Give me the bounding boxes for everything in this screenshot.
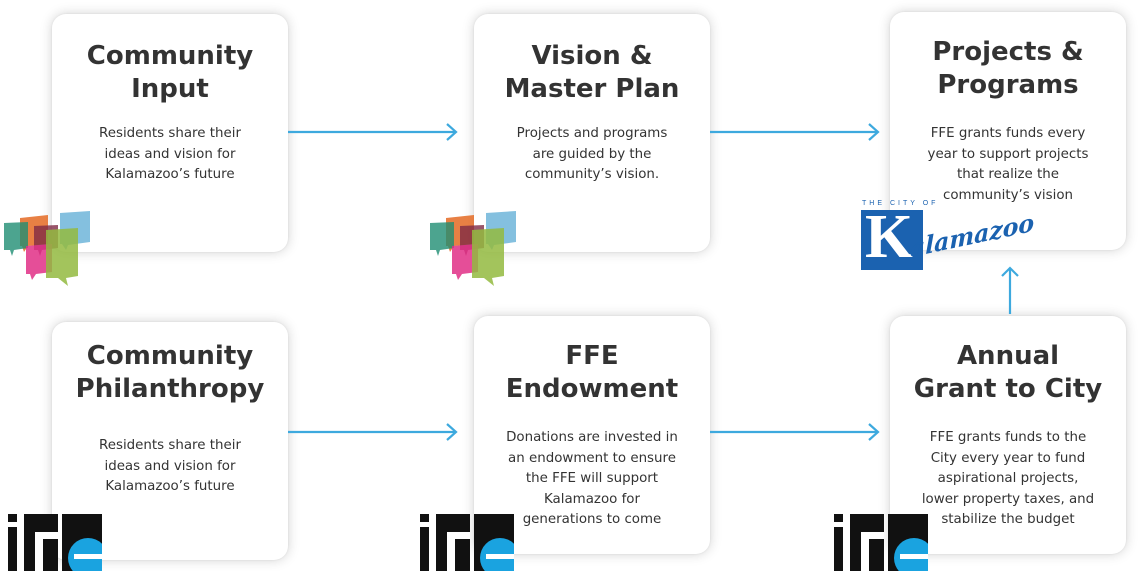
- card-title: Community Input: [86, 41, 254, 104]
- card-ffe-endowment: FFE Endowment Donations are invested in …: [474, 316, 710, 554]
- ffe-logo: [420, 514, 514, 571]
- card-description: FFE grants funds every year to support p…: [927, 126, 1089, 203]
- city-logo-letter: K: [865, 203, 914, 271]
- card-description: Residents share their ideas and vision f…: [99, 126, 241, 182]
- card-title: FFE Endowment: [505, 341, 679, 404]
- arrow-up-icon: [1001, 266, 1019, 314]
- speech-bubbles-icon: [430, 211, 516, 286]
- card-title: Community Philanthropy: [75, 341, 265, 404]
- arrow-right-icon: [288, 423, 458, 441]
- card-title: Vision & Master Plan: [504, 41, 680, 104]
- city-logo-script: alamazoo: [910, 207, 1035, 264]
- city-logo-top-text: THE CITY OF: [862, 200, 939, 207]
- speech-bubbles-icon: [4, 211, 90, 286]
- ffe-logo: [834, 514, 928, 571]
- card-description: Residents share their ideas and vision f…: [99, 438, 241, 494]
- card-projects-programs: Projects & Programs FFE grants funds eve…: [890, 12, 1126, 250]
- ffe-logo: [8, 514, 102, 571]
- card-description: Projects and programs are guided by the …: [516, 126, 668, 182]
- arrow-right-icon: [710, 123, 880, 141]
- card-description: Donations are invested in an endowment t…: [506, 430, 678, 527]
- city-logo-block: K: [861, 206, 923, 270]
- card-title: Projects & Programs: [932, 37, 1084, 100]
- arrow-right-icon: [710, 423, 880, 441]
- card-description: FFE grants funds to the City every year …: [921, 430, 1095, 527]
- card-annual-grant-to-city: Annual Grant to City FFE grants funds to…: [890, 316, 1126, 554]
- arrow-right-icon: [288, 123, 458, 141]
- card-community-input: Community Input Residents share their id…: [52, 14, 288, 252]
- city-of-kalamazoo-logo: THE CITY OF K alamazoo: [858, 200, 1034, 280]
- card-title: Annual Grant to City: [913, 341, 1103, 404]
